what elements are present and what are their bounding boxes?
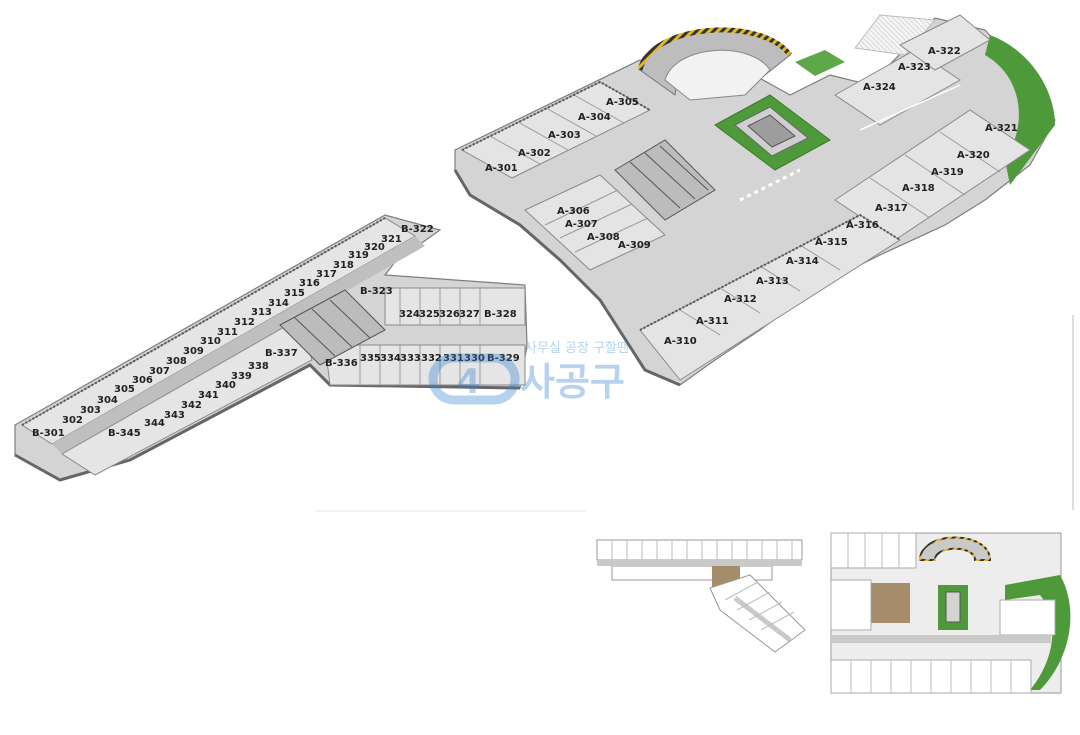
unit-label-b-301: B-301 [32, 428, 65, 439]
unit-label-a-319: A-319 [931, 167, 964, 178]
unit-label-326: 326 [439, 309, 460, 320]
unit-label-319: 319 [348, 250, 369, 261]
unit-label-335: 335 [360, 353, 381, 364]
unit-label-a-301: A-301 [485, 163, 518, 174]
unit-label-339: 339 [231, 371, 252, 382]
side-garden [985, 35, 1055, 185]
unit-label-311: 311 [217, 327, 238, 338]
unit-label-a-305: A-305 [606, 97, 639, 108]
unit-label-a-314: A-314 [786, 256, 819, 267]
parking-ramp [637, 27, 792, 101]
top-garden [795, 50, 845, 76]
unit-label-344: 344 [144, 418, 165, 429]
unit-label-a-316: A-316 [846, 220, 879, 231]
unit-label-b-328: B-328 [484, 309, 517, 320]
unit-label-331: 331 [443, 353, 464, 364]
unit-label-b-323: B-323 [360, 286, 393, 297]
unit-label-b-336: B-336 [325, 358, 358, 369]
watermark-logo: 사무실 공장 구할땐 4 사공구 [428, 341, 629, 405]
unit-label-a-308: A-308 [587, 232, 620, 243]
unit-label-309: 309 [183, 346, 204, 357]
unit-label-a-306: A-306 [557, 206, 590, 217]
thumbnail-building-b [596, 539, 806, 653]
unit-label-313: 313 [251, 307, 272, 318]
unit-label-a-320: A-320 [957, 150, 990, 161]
unit-label-a-315: A-315 [815, 237, 848, 248]
watermark-number: 4 [457, 362, 481, 402]
unit-label-318: 318 [333, 260, 354, 271]
unit-label-a-322: A-322 [928, 46, 961, 57]
watermark-brand: 사공구 [520, 360, 625, 404]
watermark-badge [428, 353, 520, 405]
unit-label-a-313: A-313 [756, 276, 789, 287]
central-garden [714, 94, 831, 171]
unit-label-a-312: A-312 [724, 294, 757, 305]
building-a-3d-plan: A-301 A-302 A-303 A-304 A-305 A-306 A-30… [453, 14, 1056, 387]
unit-label-332: 332 [421, 353, 442, 364]
unit-label-a-321: A-321 [985, 123, 1018, 134]
unit-label-302: 302 [62, 415, 83, 426]
unit-label-317: 317 [316, 269, 337, 280]
unit-label-327: 327 [459, 309, 480, 320]
unit-label-b-337: B-337 [265, 348, 298, 359]
building-b-3d-plan: B-301 302 303 304 305 306 307 308 309 31… [14, 214, 528, 482]
unit-label-a-317: A-317 [875, 203, 908, 214]
unit-label-333: 333 [400, 353, 421, 364]
unit-label-305: 305 [114, 384, 135, 395]
unit-label-a-324: A-324 [863, 82, 896, 93]
unit-label-334: 334 [380, 353, 401, 364]
unit-label-321: 321 [381, 234, 402, 245]
unit-label-324: 324 [399, 309, 420, 320]
unit-label-a-318: A-318 [902, 183, 935, 194]
unit-label-316: 316 [299, 278, 320, 289]
unit-label-330: 330 [464, 353, 485, 364]
b-core-stairs [279, 289, 386, 366]
unit-label-303: 303 [80, 405, 101, 416]
unit-label-307: 307 [149, 366, 170, 377]
unit-label-341: 341 [198, 390, 219, 401]
unit-label-314: 314 [268, 298, 289, 309]
a-core-stairs [614, 139, 716, 221]
unit-label-a-323: A-323 [898, 62, 931, 73]
a-top-row [460, 80, 652, 179]
unit-label-343: 343 [164, 410, 185, 421]
unit-label-315: 315 [284, 288, 305, 299]
unit-label-a-311: A-311 [696, 316, 729, 327]
unit-label-312: 312 [234, 317, 255, 328]
unit-label-308: 308 [166, 356, 187, 367]
watermark-tagline: 사무실 공장 구할땐 [525, 341, 629, 356]
thumbnail-building-a [830, 532, 1071, 694]
unit-label-340: 340 [215, 380, 236, 391]
unit-label-a-302: A-302 [518, 148, 551, 159]
unit-label-b-345: B-345 [108, 428, 141, 439]
unit-label-a-307: A-307 [565, 219, 598, 230]
unit-label-320: 320 [364, 242, 385, 253]
unit-label-310: 310 [200, 336, 221, 347]
unit-label-342: 342 [181, 400, 202, 411]
unit-label-b-322: B-322 [401, 224, 434, 235]
unit-label-b-329: B-329 [487, 353, 520, 364]
unit-label-a-304: A-304 [578, 112, 611, 123]
unit-label-a-310: A-310 [664, 336, 697, 347]
unit-label-a-303: A-303 [548, 130, 581, 141]
unit-label-338: 338 [248, 361, 269, 372]
unit-label-325: 325 [419, 309, 440, 320]
unit-label-306: 306 [132, 375, 153, 386]
unit-label-a-309: A-309 [618, 240, 651, 251]
unit-label-304: 304 [97, 395, 118, 406]
